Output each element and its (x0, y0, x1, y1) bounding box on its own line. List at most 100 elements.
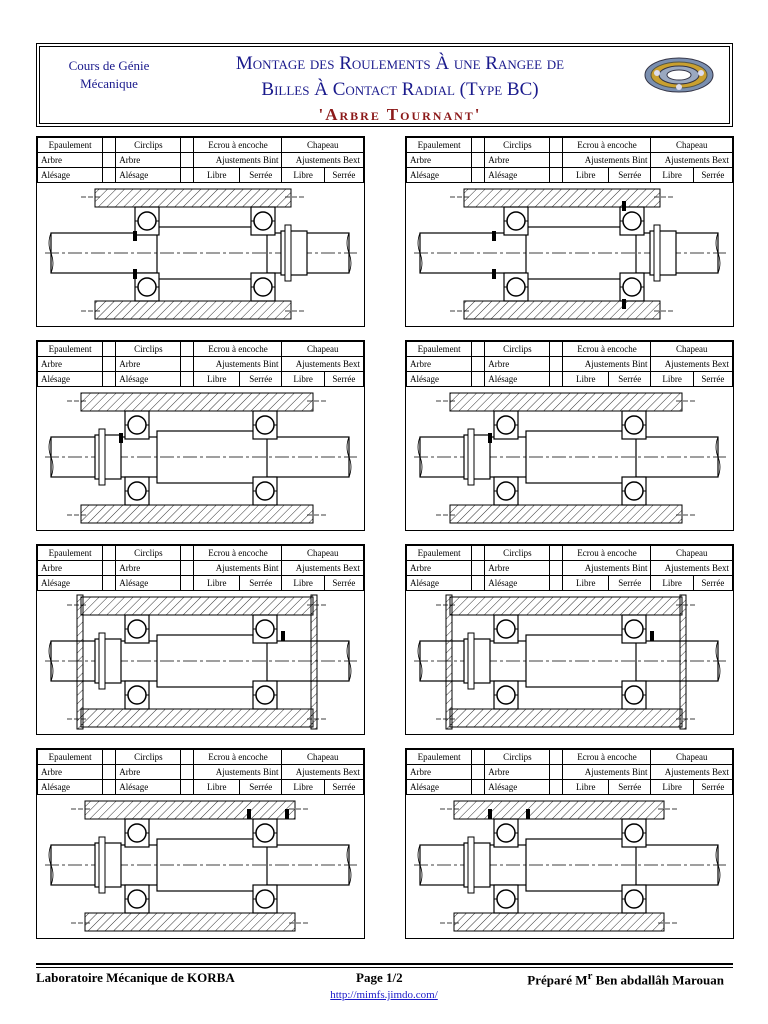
housing-hatch (453, 800, 665, 820)
bearing-ball (253, 277, 273, 297)
cell-alesage: Alésage (484, 167, 551, 183)
cell-check[interactable] (102, 167, 117, 183)
circlip (492, 269, 496, 279)
subtitle: 'Arbre Tournant' (318, 105, 482, 124)
cell-check[interactable] (549, 152, 564, 168)
cell-libre: Libre (562, 575, 610, 591)
cell-check[interactable] (102, 749, 117, 765)
assembly-drawing (45, 800, 357, 932)
cell-check[interactable] (549, 341, 564, 357)
cell-check[interactable] (549, 779, 564, 795)
bearing-ball (127, 415, 147, 435)
cell-epaulement: Epaulement (36, 545, 104, 561)
cell-check[interactable] (471, 152, 486, 168)
cell-check[interactable] (102, 764, 117, 780)
cell-check[interactable] (102, 152, 117, 168)
cell-check[interactable] (102, 137, 117, 153)
break-line (346, 436, 352, 478)
cell-check[interactable] (180, 371, 195, 387)
cell-check[interactable] (471, 764, 486, 780)
housing-hatch (449, 708, 683, 728)
cell-check[interactable] (471, 749, 486, 765)
cell-check[interactable] (102, 371, 117, 387)
cell-check[interactable] (549, 575, 564, 591)
cell-check[interactable] (471, 371, 486, 387)
cell-circlips: Circlips (115, 749, 182, 765)
cell-check[interactable] (549, 371, 564, 387)
cell-check[interactable] (102, 356, 117, 372)
cell-check[interactable] (549, 356, 564, 372)
bearing-ball (255, 619, 275, 639)
footer-url-link[interactable]: http://mimfs.jimdo.com/ (330, 989, 438, 1001)
cell-check[interactable] (471, 341, 486, 357)
cell-check[interactable] (471, 575, 486, 591)
cell-libre: Libre (193, 779, 241, 795)
housing-hatch (449, 392, 683, 412)
cell-check[interactable] (180, 779, 195, 795)
cell-check[interactable] (180, 764, 195, 780)
circlip (488, 809, 492, 819)
bearing-ball (253, 211, 273, 231)
cell-check[interactable] (471, 779, 486, 795)
cell-check[interactable] (549, 749, 564, 765)
cell-check[interactable] (549, 167, 564, 183)
cell-check[interactable] (549, 137, 564, 153)
cell-check[interactable] (180, 341, 195, 357)
cell-check[interactable] (180, 545, 195, 561)
cell-check[interactable] (549, 545, 564, 561)
cell-serree: Serrée (692, 371, 734, 387)
cell-epaulement: Epaulement (36, 749, 104, 765)
cell-check[interactable] (471, 356, 486, 372)
bearing-ball (624, 889, 644, 909)
bearing-icon (644, 57, 714, 93)
cell-check[interactable] (180, 560, 195, 576)
cell-check[interactable] (471, 545, 486, 561)
circlip (247, 809, 251, 819)
circlip (119, 433, 123, 443)
assembly-drawing (414, 392, 726, 524)
cell-check[interactable] (180, 167, 195, 183)
cell-aj-bext: Ajustements Bext (650, 152, 733, 168)
course-label: Cours de Génie Mécanique (54, 57, 164, 93)
cell-check[interactable] (180, 575, 195, 591)
cell-alesage: Alésage (405, 371, 473, 387)
cell-epaulement: Epaulement (405, 137, 473, 153)
cell-circlips: Circlips (115, 545, 182, 561)
cell-check[interactable] (180, 356, 195, 372)
cell-check[interactable] (549, 764, 564, 780)
cell-check[interactable] (471, 137, 486, 153)
header-inner-border: Cours de Génie Mécanique Montage des Rou… (39, 46, 730, 124)
lock-washer (98, 632, 106, 690)
cell-check[interactable] (102, 779, 117, 795)
circlip (622, 299, 626, 309)
cell-check[interactable] (102, 575, 117, 591)
lock-washer (467, 836, 475, 894)
cell-check[interactable] (180, 137, 195, 153)
bearing-ball (496, 619, 516, 639)
cell-libre: Libre (281, 575, 325, 591)
cell-check[interactable] (180, 749, 195, 765)
cell-aj-bext: Ajustements Bext (281, 152, 364, 168)
cell-arbre: Arbre (36, 560, 104, 576)
cell-serree: Serrée (692, 167, 734, 183)
cell-ecrou: Ecrou à encoche (193, 545, 283, 561)
cell-check[interactable] (102, 341, 117, 357)
course-line-1: Cours de Génie (68, 58, 150, 73)
circlip (526, 809, 530, 819)
cell-libre: Libre (281, 779, 325, 795)
cell-check[interactable] (471, 167, 486, 183)
cell-check[interactable] (102, 560, 117, 576)
title-line-2: Billes À Contact Radial (Type BC) (261, 79, 539, 100)
cell-check[interactable] (549, 560, 564, 576)
cell-check[interactable] (471, 560, 486, 576)
housing-hatch (463, 300, 661, 320)
cell-aj-bext: Ajustements Bext (650, 764, 733, 780)
cell-aj-bext: Ajustements Bext (650, 356, 733, 372)
break-line (48, 232, 54, 274)
cell-check[interactable] (102, 545, 117, 561)
cell-alesage: Alésage (115, 371, 182, 387)
cell-check[interactable] (180, 152, 195, 168)
